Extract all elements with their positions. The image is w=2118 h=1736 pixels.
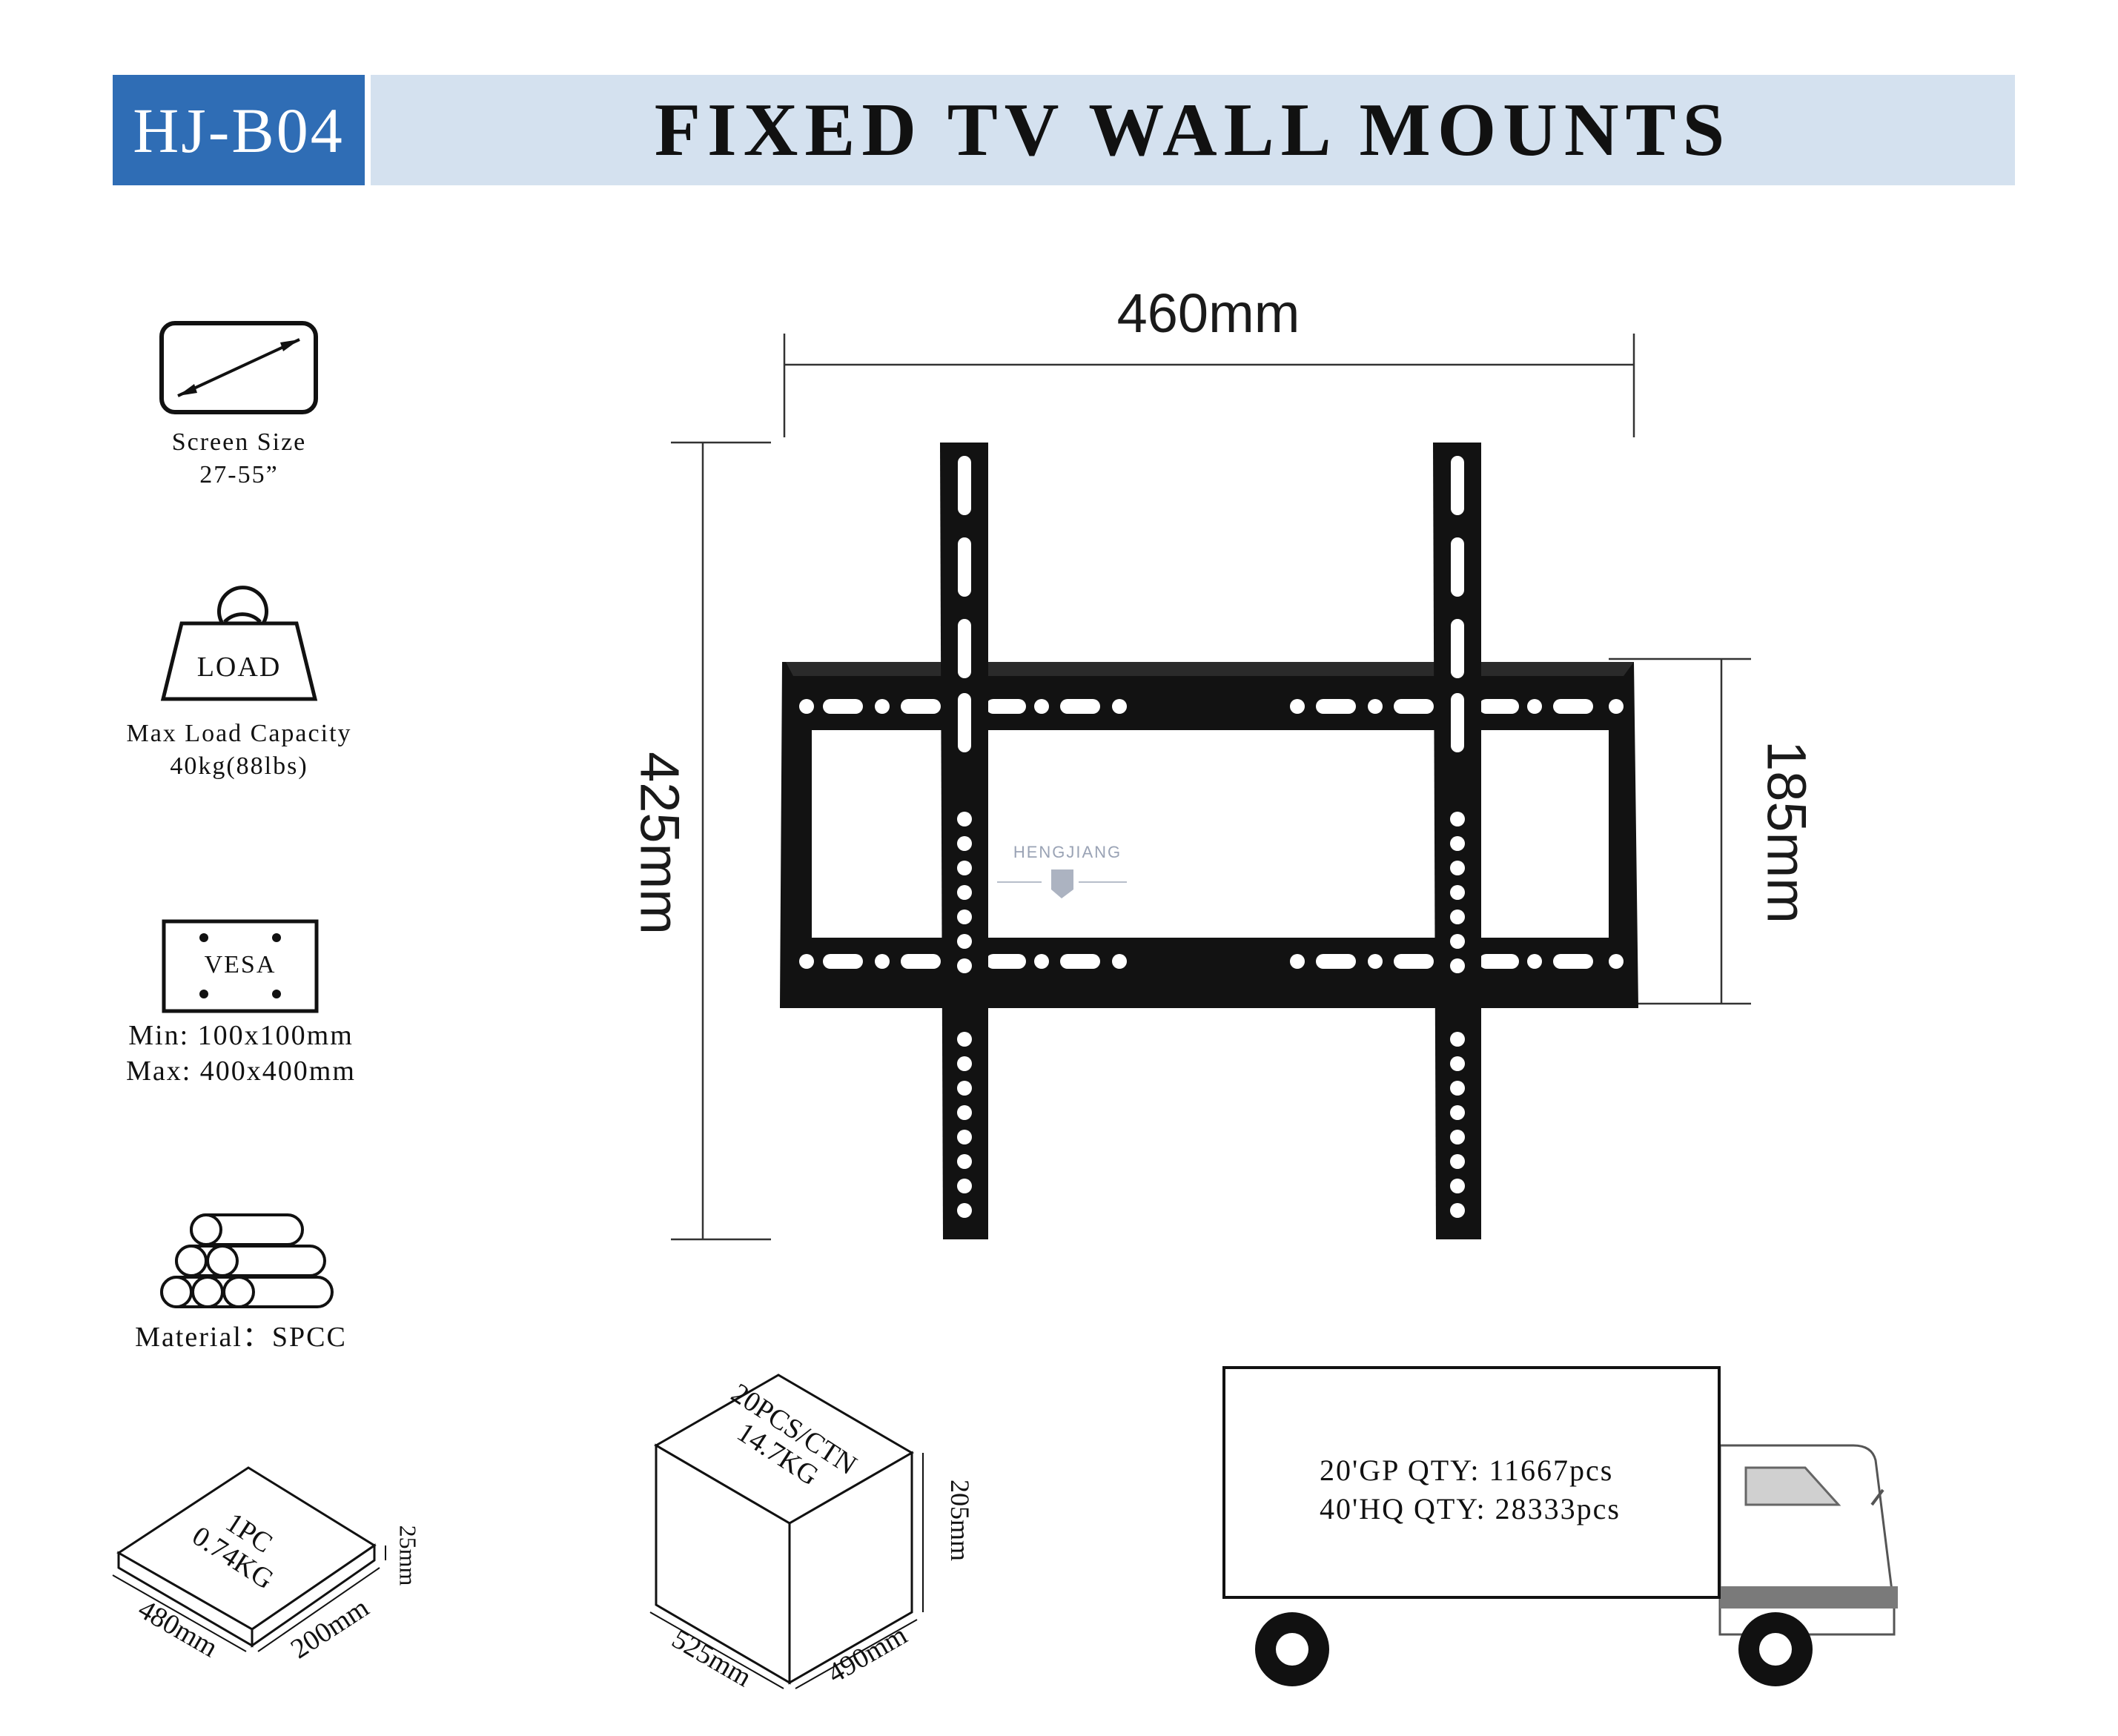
single-package-height: 25mm (394, 1525, 422, 1586)
arm-hole (957, 1081, 972, 1096)
screen-size-value: 27-55” (199, 461, 279, 488)
arm-hole (1450, 1203, 1465, 1218)
arm-hole (957, 1056, 972, 1071)
carton-box (649, 1374, 924, 1689)
arm-hole (1450, 1032, 1465, 1047)
height-dimension: 425mm (629, 752, 691, 935)
arm-hole (1450, 1081, 1465, 1096)
single-package-box (112, 1466, 386, 1652)
arm-hole (1450, 836, 1465, 851)
vesa-max: Max: 400x400mm (126, 1056, 356, 1087)
screen-diagonal-icon (159, 321, 318, 414)
arm-hole (957, 861, 972, 875)
arm-hole (1450, 934, 1465, 949)
vesa-pattern-icon (162, 919, 319, 1013)
truck-icon (1222, 1366, 1898, 1686)
screen-size-label: Screen Size (171, 428, 307, 456)
vesa-min: Min: 100x100mm (128, 1020, 354, 1051)
material-label: Material：SPCC (135, 1322, 347, 1353)
arm-hole (957, 1105, 972, 1120)
arm-hole (1450, 910, 1465, 924)
arm-hole (1450, 885, 1465, 900)
weight-icon-label: LOAD (196, 652, 282, 683)
arm-hole (1450, 958, 1465, 973)
arm-hole (1450, 1154, 1465, 1169)
load-label: Max Load Capacity (126, 720, 352, 747)
arm-hole (957, 885, 972, 900)
vesa-icon-label: VESA (204, 951, 277, 978)
watermark-logo (997, 869, 1127, 898)
arm-hole (957, 1154, 972, 1169)
watermark-text: HENGJIANG (1013, 843, 1122, 861)
container-20gp-qty: 20'GP QTY: 11667pcs (1320, 1454, 1614, 1487)
arm-hole (1450, 1130, 1465, 1144)
load-value: 40kg(88lbs) (170, 752, 308, 780)
width-dimension: 460mm (1116, 282, 1300, 344)
arm-hole (957, 812, 972, 826)
arm-hole (1450, 861, 1465, 875)
arm-hole (957, 1032, 972, 1047)
frame-holes (799, 699, 1624, 969)
arm-hole (957, 1179, 972, 1193)
arm-hole (1450, 812, 1465, 826)
arm-hole (1450, 1179, 1465, 1193)
arm-hole (1450, 1105, 1465, 1120)
weight-icon (160, 586, 318, 701)
arm-hole (957, 910, 972, 924)
steel-pipes-icon (160, 1213, 334, 1308)
carton-height: 205mm (945, 1479, 975, 1561)
model-badge: HJ-B04 (113, 75, 365, 185)
frame-height-dimension: 185mm (1755, 741, 1818, 924)
arm-hole (957, 1203, 972, 1218)
page-title: FIXED TV WALL MOUNTS (371, 75, 2015, 185)
arm-hole (1450, 1056, 1465, 1071)
container-40hq-qty: 40'HQ QTY: 28333pcs (1320, 1492, 1621, 1525)
arm-hole (957, 958, 972, 973)
arm-hole (957, 1130, 972, 1144)
arm-hole (957, 836, 972, 851)
arm-hole (957, 934, 972, 949)
